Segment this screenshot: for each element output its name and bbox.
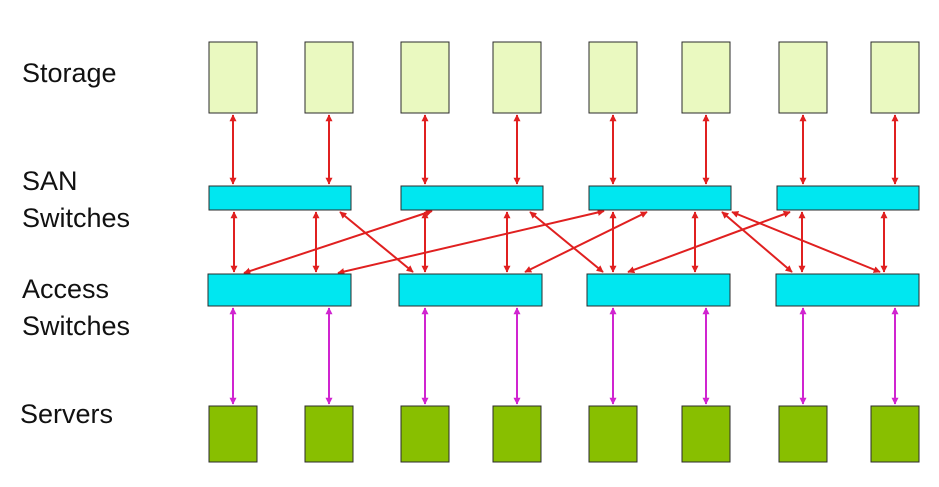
storage-box-6 [681,41,731,114]
san-label-line1: SAN [22,166,78,196]
storage-box-5 [588,41,638,114]
nodes-layer [207,41,920,463]
san-switch-2 [400,185,544,211]
servers-row-label: Servers [20,396,113,433]
storage-box-3 [400,41,450,114]
access-switch-3 [586,273,731,307]
access-label-line1: Access [22,274,110,304]
san-access-cross-link-7 [627,210,791,274]
access-switches-row-label: Access Switches [22,271,130,345]
links-layer [229,114,899,405]
server-box-8 [870,405,920,463]
server-box-5 [588,405,638,463]
san-access-cross-link-8 [731,211,881,273]
storage-box-4 [492,41,542,114]
server-box-3 [400,405,450,463]
access-switch-2 [398,273,543,307]
storage-box-7 [778,41,828,114]
san-access-cross-link-6 [721,211,793,273]
san-switch-3 [588,185,732,211]
storage-box-8 [870,41,920,114]
server-box-4 [492,405,542,463]
server-box-2 [304,405,354,463]
san-access-cross-link-5 [524,211,648,273]
san-switch-4 [776,185,920,211]
access-switch-1 [207,273,352,307]
storage-row-label: Storage [22,55,117,92]
server-box-6 [681,405,731,463]
storage-label: Storage [22,58,117,88]
san-switch-1 [208,185,352,211]
storage-box-2 [304,41,354,114]
san-switches-row-label: SAN Switches [22,163,130,237]
san-access-cross-link-3 [529,211,604,273]
server-box-7 [778,405,828,463]
san-label-line2: Switches [22,203,131,233]
server-box-1 [208,405,258,463]
access-switch-4 [775,273,920,307]
access-label-line2: Switches [22,311,131,341]
servers-label: Servers [20,399,114,429]
storage-box-1 [208,41,258,114]
